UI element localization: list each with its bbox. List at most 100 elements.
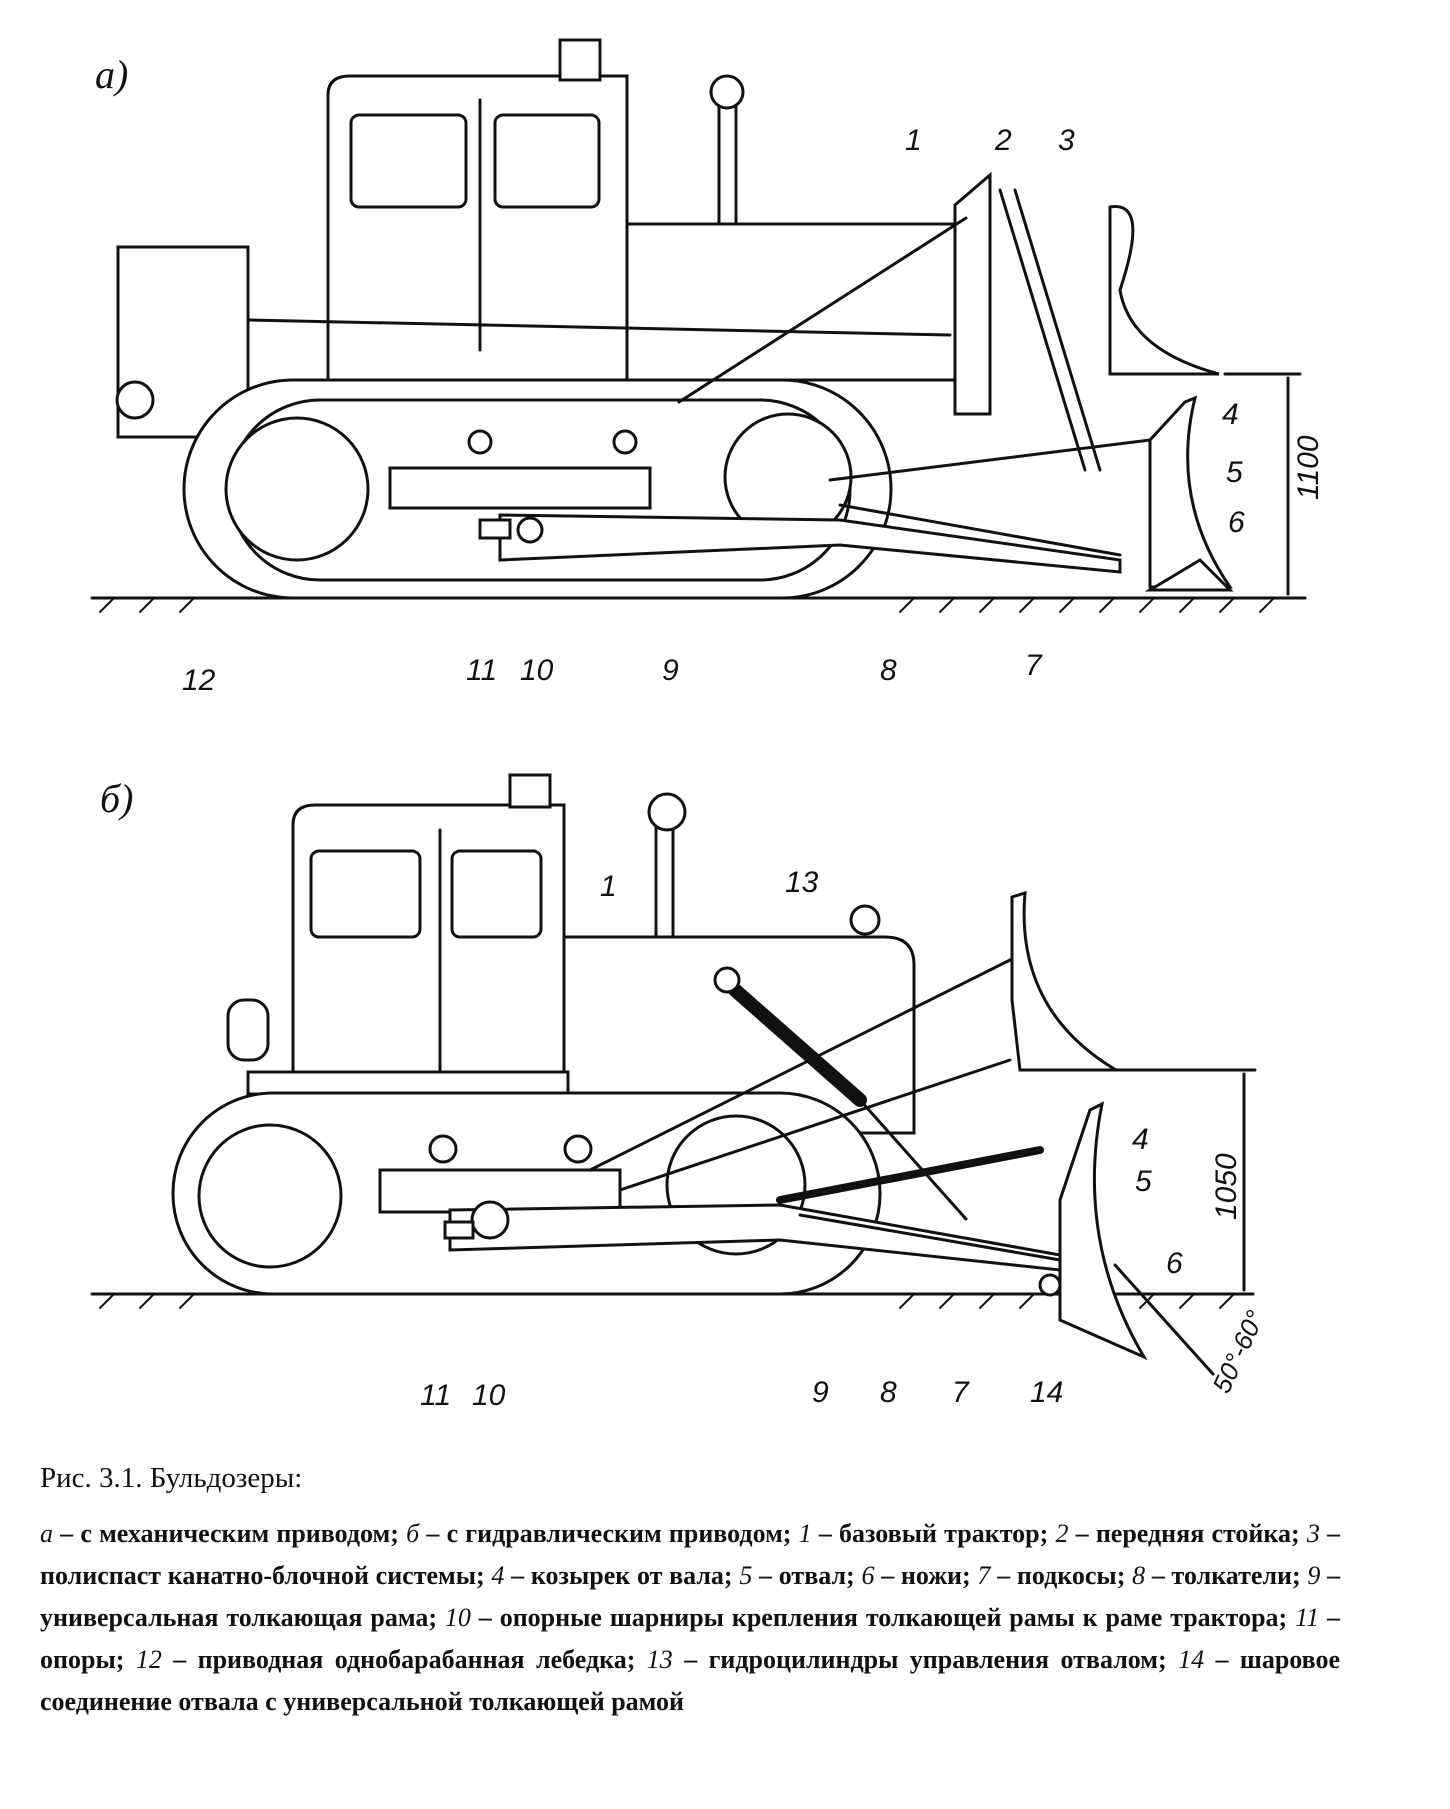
legend-text: полиспаст канатно-блочной системы; <box>40 1561 485 1590</box>
legend-key: 3 <box>1306 1519 1320 1548</box>
brace-7b <box>798 1213 1062 1262</box>
legend-text: опорные шарниры крепления толкающей рамы… <box>499 1603 1288 1632</box>
frame-box-a <box>388 466 652 510</box>
air-filter-cap-a <box>709 74 745 110</box>
legend-key: 9 <box>1307 1561 1321 1590</box>
callout-b-10: 10 <box>472 1379 506 1412</box>
exhaust-b <box>654 823 675 939</box>
bulldozer-mechanical-drawing: а) <box>90 38 1325 697</box>
figure-caption: Рис. 3.1. Бульдозеры: а – с механическим… <box>40 1462 1340 1723</box>
legend-key: 8 <box>1132 1561 1146 1590</box>
legend-key: 12 <box>135 1645 162 1674</box>
pulley-system-3 <box>998 188 1087 472</box>
callout-a-7: 7 <box>1025 649 1043 682</box>
legend-key: 14 <box>1178 1645 1205 1674</box>
cab-b <box>291 803 566 1095</box>
support-11b <box>443 1220 475 1240</box>
callout-b-5: 5 <box>1135 1165 1152 1198</box>
callout-a-1: 1 <box>905 124 922 157</box>
blade-5b <box>1058 1101 1148 1361</box>
sublabel-a: а) <box>95 52 128 97</box>
legend-key: 5 <box>739 1561 753 1590</box>
legend-text: ножи; <box>900 1561 971 1590</box>
legend-item: 3 – полиспаст канатно-блочной системы; <box>40 1519 1341 1590</box>
callout-a-8: 8 <box>880 654 897 687</box>
bulldozer-hydraulic-drawing: б) <box>90 773 1270 1412</box>
cab-window-a2 <box>493 113 601 209</box>
knife-6 <box>1144 558 1234 592</box>
cab-window-b2 <box>450 849 543 939</box>
legend-key: 6 <box>861 1561 875 1590</box>
blade-raised-a <box>1108 205 1220 376</box>
callout-a-11: 11 <box>466 654 497 687</box>
legend-text: шаровое соединение отвала с универсально… <box>40 1645 1341 1716</box>
legend-text: козырек от вала; <box>530 1561 733 1590</box>
legend-text: передняя стойка; <box>1095 1519 1300 1548</box>
legend-item: 6 – ножи; <box>861 1561 971 1590</box>
callout-a-10: 10 <box>520 654 554 687</box>
callout-b-1: 1 <box>600 870 617 903</box>
dimension-1100: 1100 <box>1292 435 1325 500</box>
pusher-8 <box>828 438 1152 482</box>
legend-key: 2 <box>1055 1519 1069 1548</box>
legend-text: базовый трактор; <box>839 1519 1049 1548</box>
legend-text: с гидравлическим приводом; <box>446 1519 792 1548</box>
hood-b <box>562 935 916 1135</box>
legend-key: а <box>40 1519 53 1548</box>
legend-key: б <box>406 1519 420 1548</box>
ball-joint-14 <box>1038 1273 1062 1297</box>
callout-b-11: 11 <box>420 1379 451 1412</box>
legend-text: универсальная толкающая рама; <box>40 1603 438 1632</box>
callout-a-3: 3 <box>1058 124 1075 157</box>
callout-b-13: 13 <box>785 866 819 899</box>
blade-5 <box>1148 395 1233 589</box>
legend-item: б – с гидравлическим приводом; <box>406 1519 792 1548</box>
callout-b-8: 8 <box>880 1376 897 1409</box>
hinge-10 <box>516 516 544 544</box>
callout-b-7: 7 <box>952 1376 970 1409</box>
bulldozer-figure: а) <box>90 38 1325 1412</box>
callout-a-4: 4 <box>1222 398 1239 431</box>
support-11 <box>478 518 512 540</box>
angle-line <box>1113 1263 1215 1376</box>
hood-a <box>619 222 957 382</box>
front-post-2 <box>953 171 992 416</box>
callout-b-4: 4 <box>1132 1123 1149 1156</box>
callout-a-12: 12 <box>182 664 216 697</box>
cab-stack-a <box>558 38 602 82</box>
legend-key: 4 <box>491 1561 505 1590</box>
legend-key: 10 <box>444 1603 471 1632</box>
ground-hatching-a <box>99 597 1275 613</box>
exhaust-a <box>717 102 738 226</box>
legend-text: толкатели; <box>1171 1561 1301 1590</box>
legend-item: 4 – козырек от вала; <box>491 1561 733 1590</box>
legend-key: 13 <box>646 1645 673 1674</box>
legend-item: 10 – опорные шарниры крепления толкающей… <box>444 1603 1288 1632</box>
legend-item: 12 – приводная однобарабанная лебедка; <box>135 1645 636 1674</box>
legend-text: отвал; <box>778 1561 855 1590</box>
legend-item: 7 – подкосы; <box>977 1561 1126 1590</box>
hinge-10b <box>470 1200 510 1240</box>
cab-stack-b <box>508 773 552 809</box>
callout-a-9: 9 <box>662 654 679 687</box>
legend-item: а – с механическим приводом; <box>40 1519 399 1548</box>
rear-wheel-a <box>224 416 370 562</box>
angle-label: 50°-60° <box>1206 1306 1270 1398</box>
legend-item: 8 – толкатели; <box>1132 1561 1301 1590</box>
sublabel-b: б) <box>100 776 133 821</box>
callout-a-6: 6 <box>1228 506 1245 539</box>
cab-window-a1 <box>349 113 468 209</box>
callouts-b: 1 13 4 5 6 11 10 9 8 7 14 <box>420 866 1183 1412</box>
callout-a-5: 5 <box>1226 456 1243 489</box>
push-frame-9 <box>498 513 1122 574</box>
blade-raised-b <box>1010 890 1122 1072</box>
caption-title: Рис. 3.1. Бульдозеры: <box>40 1462 303 1494</box>
callouts-a: 1 2 3 4 5 6 7 8 9 10 11 12 <box>182 124 1245 697</box>
callout-b-9: 9 <box>812 1376 829 1409</box>
hydraulic-cylinder-13 <box>728 983 867 1107</box>
callout-a-2: 2 <box>994 124 1012 157</box>
cab-window-b1 <box>309 849 422 939</box>
legend-item: 1 – базовый трактор; <box>798 1519 1049 1548</box>
air-filter-cap-b <box>647 792 687 832</box>
legend-item: 13 – гидроцилиндры управления отвалом; <box>646 1645 1167 1674</box>
